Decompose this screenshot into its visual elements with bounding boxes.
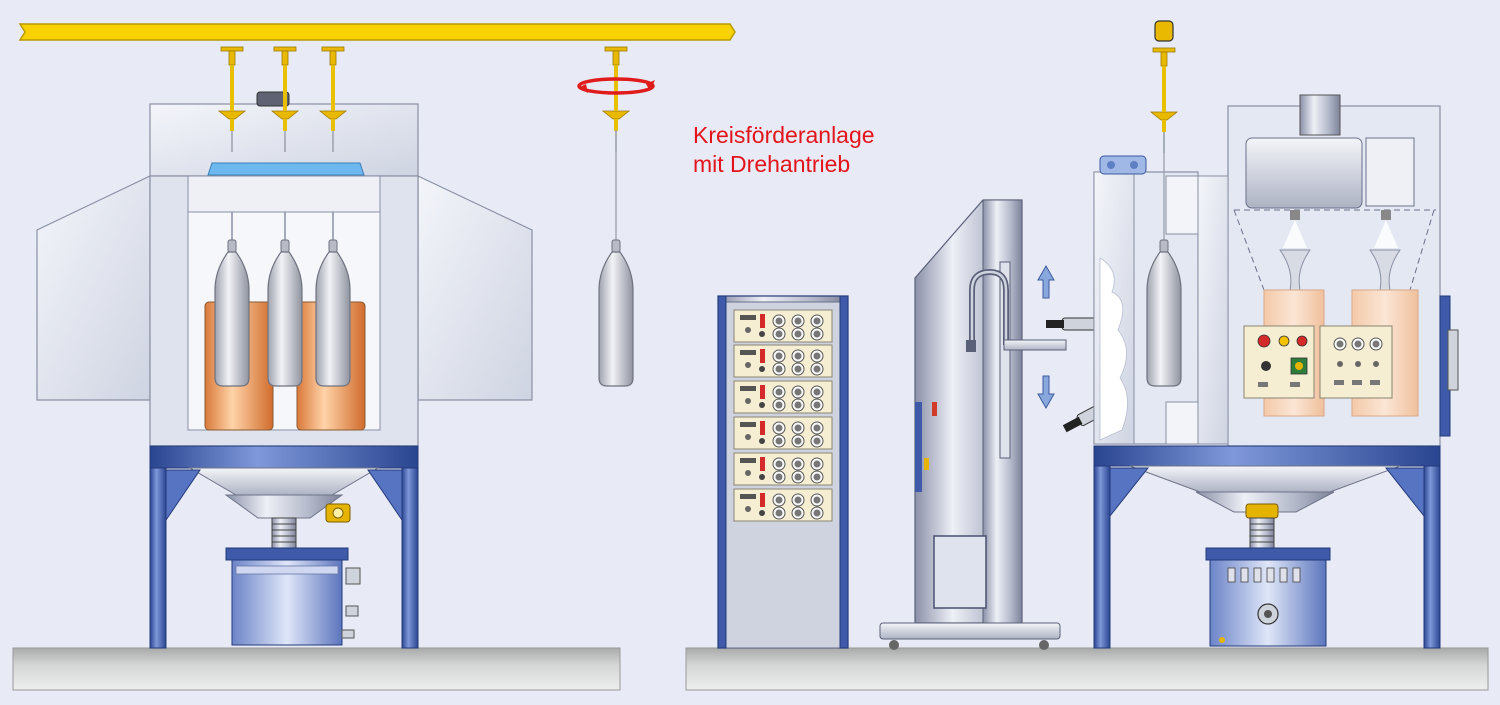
conveyor-label: Kreisförderanlage mit Drehantrieb (693, 122, 881, 177)
right-powder-booth (1093, 48, 1459, 649)
control-unit (734, 417, 832, 449)
floor-right (685, 647, 1489, 691)
control-cabinet (717, 295, 849, 649)
conveyor-label-line-2: mit Drehantrieb (693, 151, 850, 177)
conveyor-label-line-1: Kreisförderanlage (693, 122, 875, 148)
left-powder-booth (36, 91, 533, 649)
arrow-up-icon (1037, 264, 1055, 299)
control-unit (734, 345, 832, 377)
rotating-hanger (598, 46, 634, 387)
arrow-down-icon (1037, 375, 1055, 410)
rotation-arrow-icon (577, 77, 655, 95)
control-unit (734, 489, 832, 521)
floor-left (12, 647, 621, 691)
control-unit (734, 310, 832, 342)
conveyor-rail (18, 23, 736, 41)
control-unit (734, 381, 832, 413)
control-unit (734, 453, 832, 485)
gun-lift-stand (879, 199, 1067, 650)
conveyor-hanger-right (1150, 20, 1178, 154)
